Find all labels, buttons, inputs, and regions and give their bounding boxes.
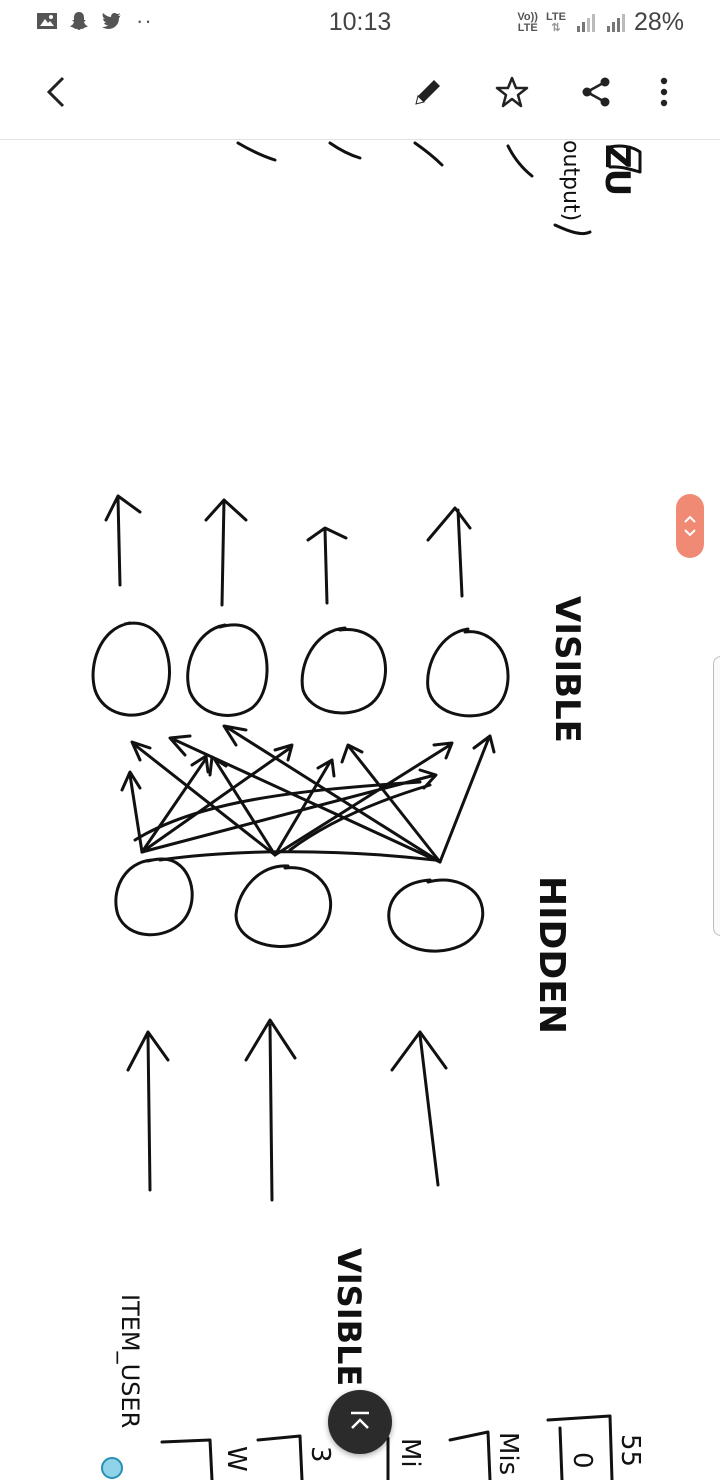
more-vert-icon: [660, 77, 668, 107]
chevron-up-icon: [684, 515, 696, 523]
cell-text-6: 55: [615, 1434, 645, 1467]
clock: 10:13: [328, 8, 392, 36]
back-arrow-icon: [46, 76, 65, 108]
system-indicators: Vo)) LTE LTE ⇅ 28%: [517, 8, 684, 37]
top-output-fragment: output): [558, 141, 583, 221]
more-options-button[interactable]: [640, 68, 688, 116]
chevron-down-icon: [684, 529, 696, 537]
volte-indicator: Vo)) LTE: [517, 10, 538, 34]
scroll-to-top-button[interactable]: [328, 1390, 392, 1454]
lte-indicator: LTE ⇅: [545, 10, 566, 34]
notification-icons: ··: [36, 10, 153, 32]
status-bar: ·· 10:13 Vo)) LTE LTE ⇅ 28%: [0, 0, 720, 44]
edge-panel-handle[interactable]: [713, 656, 720, 936]
snapchat-icon: [70, 12, 88, 30]
more-notifications-icon: ··: [136, 8, 153, 33]
label-visible-bottom: VISIBLE: [330, 1248, 368, 1386]
app-bar: [0, 44, 720, 140]
label-item-user: ITEM_USER: [116, 1294, 144, 1428]
twitter-icon: [102, 13, 121, 29]
quick-scroll-handle[interactable]: [676, 494, 704, 558]
share-button[interactable]: [572, 68, 620, 116]
pencil-icon: [415, 80, 440, 105]
handwritten-sketch: VISIBLE HIDDEN VISIBLE ITEM_USER ZU outp…: [91, 141, 645, 1480]
cell-text-3: Mi: [395, 1438, 425, 1468]
label-visible-top: VISIBLE: [547, 596, 587, 743]
scroll-top-icon: [351, 1411, 369, 1429]
gallery-icon: [37, 13, 57, 29]
back-button[interactable]: [32, 68, 80, 116]
cell-text-4: Mis: [493, 1432, 523, 1475]
share-icon: [582, 77, 610, 107]
cell-text-2: 3: [305, 1446, 335, 1463]
battery-level: 28%: [633, 8, 684, 36]
signal-icon-2: [606, 13, 625, 32]
favorite-button[interactable]: [488, 68, 536, 116]
note-canvas[interactable]: VISIBLE HIDDEN VISIBLE ITEM_USER ZU outp…: [0, 141, 720, 1480]
edit-button[interactable]: [404, 68, 452, 116]
top-stroke-1: [236, 141, 277, 162]
cell-text-1: W: [221, 1446, 251, 1472]
top-word-fragment: ZU: [597, 144, 637, 196]
signal-icon: [576, 13, 595, 32]
star-icon: [495, 76, 529, 108]
highlight-dot: [101, 1457, 123, 1479]
label-hidden: HIDDEN: [531, 876, 572, 1034]
cell-text-5: 0: [567, 1452, 597, 1469]
